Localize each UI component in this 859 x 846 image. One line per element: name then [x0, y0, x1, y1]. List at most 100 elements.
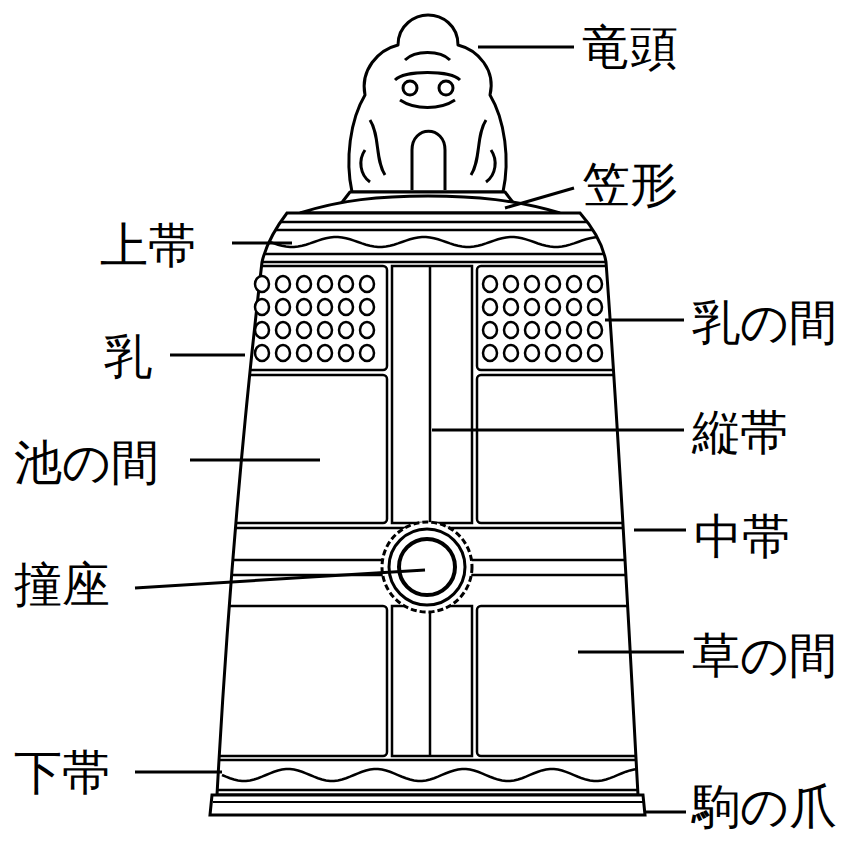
leader-line — [432, 429, 684, 432]
kusa-panel — [477, 606, 667, 756]
bell-bands — [200, 222, 667, 790]
part-label: 乳 — [104, 332, 152, 380]
nyu-knob — [297, 299, 311, 315]
leader-line — [232, 242, 292, 245]
nyu-knob — [504, 276, 518, 292]
nyu-knob — [318, 322, 332, 338]
dragon-arch — [412, 131, 445, 190]
part-label: 下帯 — [14, 748, 110, 796]
band-line — [200, 229, 660, 232]
nyu-knob — [588, 322, 602, 338]
nyu-knob — [588, 345, 602, 361]
nyu-knob — [318, 345, 332, 361]
nyu-knob — [339, 322, 353, 338]
part-label: 乳の間 — [692, 298, 837, 346]
nyu-knob — [567, 276, 581, 292]
vine-pattern — [222, 769, 638, 781]
nyu-knob — [276, 322, 290, 338]
nyu-knob — [588, 276, 602, 292]
part-label: 笠形 — [582, 160, 678, 208]
leader-line — [634, 529, 686, 532]
nyu-knob — [360, 299, 374, 315]
nyu-knob — [360, 276, 374, 292]
part-label: 駒の爪 — [692, 782, 837, 830]
nyu-knobs — [255, 276, 602, 361]
nyu-knob — [567, 299, 581, 315]
nyu-knob — [276, 345, 290, 361]
nyu-knob — [504, 322, 518, 338]
vertical-band — [392, 606, 472, 756]
nyu-knob — [339, 276, 353, 292]
nyu-knob — [297, 345, 311, 361]
nyu-knob — [483, 322, 497, 338]
part-label: 草の間 — [692, 631, 837, 679]
nyu-knob — [297, 276, 311, 292]
nyu-knob — [525, 322, 539, 338]
nyu-knob — [525, 299, 539, 315]
vertical-band — [392, 266, 472, 523]
tsukiza-ring — [389, 529, 465, 605]
dragon-scales — [361, 120, 495, 182]
nyu-knob — [483, 345, 497, 361]
nyu-knob — [255, 276, 269, 292]
dragon-face — [395, 53, 460, 108]
dragon-eye — [403, 81, 417, 95]
leader-lines — [135, 47, 686, 812]
leader-line — [478, 46, 574, 49]
nyu-knob — [588, 299, 602, 315]
lip-line — [213, 801, 643, 803]
nyu-knob — [255, 299, 269, 315]
nyu-knob — [483, 299, 497, 315]
tsukiza-center — [399, 539, 455, 595]
dragon-eye — [439, 81, 453, 95]
nyu-knob — [339, 299, 353, 315]
vertical-band-line — [429, 606, 432, 756]
nyu-knob — [504, 345, 518, 361]
bell-lip — [210, 795, 645, 815]
nyu-knob — [567, 322, 581, 338]
ike-panel — [477, 375, 667, 523]
leader-line — [505, 188, 574, 208]
vine-pattern — [270, 237, 598, 247]
leader-line — [170, 354, 245, 357]
nyu-knob — [360, 322, 374, 338]
band-line — [200, 221, 660, 224]
nyu-knob — [483, 276, 497, 292]
nyu-panel — [477, 266, 667, 370]
dragon-head-outline — [349, 15, 506, 192]
nyu-knob — [318, 299, 332, 315]
nyu-knob — [546, 276, 560, 292]
band-line — [200, 759, 660, 762]
part-label: 中帯 — [694, 512, 790, 560]
nyu-knob — [276, 276, 290, 292]
kusa-panel — [200, 606, 387, 756]
nyu-knob — [546, 322, 560, 338]
tsukiza-outer — [382, 522, 472, 612]
nyu-knob — [339, 345, 353, 361]
nyu-knob — [318, 276, 332, 292]
vertical-band-line — [429, 266, 432, 523]
band-line — [200, 253, 660, 256]
part-label: 撞座 — [14, 560, 110, 608]
part-label: 縦帯 — [692, 408, 788, 456]
part-label: 竜頭 — [582, 23, 678, 71]
nyu-knob — [297, 322, 311, 338]
nyu-knob — [360, 345, 374, 361]
nyu-knob — [567, 345, 581, 361]
nyu-knob — [525, 276, 539, 292]
part-label: 上帯 — [100, 221, 196, 269]
leader-line — [190, 459, 320, 462]
nyu-knob — [546, 299, 560, 315]
nyu-knob — [255, 345, 269, 361]
leader-line — [578, 651, 684, 654]
bell-body — [217, 213, 638, 795]
nyu-knob — [546, 345, 560, 361]
leader-line — [605, 319, 684, 322]
nyu-knob — [255, 322, 269, 338]
band-line — [200, 261, 660, 264]
nyu-knob — [504, 299, 518, 315]
leader-line — [135, 771, 222, 774]
nyu-knob — [276, 299, 290, 315]
leader-line — [644, 811, 686, 814]
